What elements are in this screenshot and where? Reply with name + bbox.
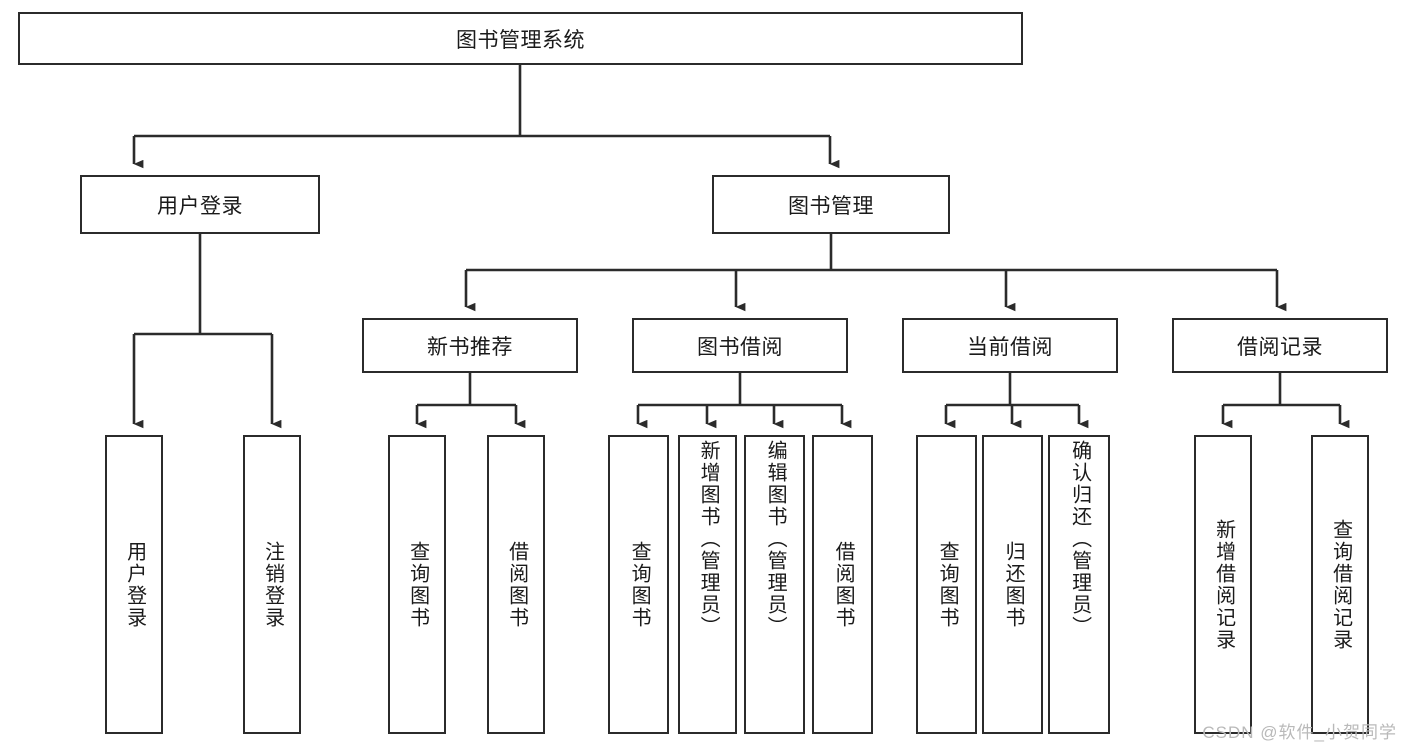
node-label: 查询借阅记录 xyxy=(1329,518,1352,651)
node-label: 借阅图书 xyxy=(832,540,855,629)
leaf-leaf-query-book-3[interactable]: 查询图书 xyxy=(916,435,977,734)
node-label: 归还图书 xyxy=(1002,540,1025,629)
node-root[interactable]: 图书管理系统 xyxy=(18,12,1023,65)
leaf-leaf-add-book-admin[interactable]: 新增图书（管理员） xyxy=(678,435,737,734)
node-book-manage[interactable]: 图书管理 xyxy=(712,175,950,234)
leaf-leaf-add-borrow-record[interactable]: 新增借阅记录 xyxy=(1194,435,1252,734)
node-label: 查询图书 xyxy=(628,540,651,629)
node-label: 用户登录 xyxy=(157,194,243,218)
node-label: 查询图书 xyxy=(406,540,429,629)
node-label: 借阅图书 xyxy=(505,540,528,629)
node-label: 注销登录 xyxy=(261,540,284,629)
node-label: 当前借阅 xyxy=(967,335,1053,359)
leaf-leaf-confirm-return-admin[interactable]: 确认归还（管理员） xyxy=(1048,435,1110,734)
leaf-leaf-user-login[interactable]: 用户登录 xyxy=(105,435,163,734)
leaf-leaf-borrow-book-2[interactable]: 借阅图书 xyxy=(812,435,873,734)
node-label: 新增借阅记录 xyxy=(1212,518,1235,651)
leaf-leaf-query-book-2[interactable]: 查询图书 xyxy=(608,435,669,734)
node-label: 图书管理系统 xyxy=(456,28,585,52)
leaf-leaf-borrow-book-1[interactable]: 借阅图书 xyxy=(487,435,545,734)
node-user-login[interactable]: 用户登录 xyxy=(80,175,320,234)
node-label: 编辑图书（管理员） xyxy=(764,440,787,638)
node-label: 用户登录 xyxy=(123,540,146,629)
csdn-watermark: CSDN @软件_小贺同学 xyxy=(1202,723,1397,742)
leaf-leaf-user-logout[interactable]: 注销登录 xyxy=(243,435,301,734)
node-label: 借阅记录 xyxy=(1237,335,1323,359)
leaf-leaf-query-borrow-record[interactable]: 查询借阅记录 xyxy=(1311,435,1369,734)
node-label: 图书管理 xyxy=(788,194,874,218)
node-label: 新书推荐 xyxy=(427,335,513,359)
node-label: 确认归还（管理员） xyxy=(1068,440,1091,638)
node-label: 新增图书（管理员） xyxy=(697,440,720,638)
node-book-borrow[interactable]: 图书借阅 xyxy=(632,318,848,373)
node-label: 图书借阅 xyxy=(697,335,783,359)
leaf-leaf-edit-book-admin[interactable]: 编辑图书（管理员） xyxy=(744,435,805,734)
node-label: 查询图书 xyxy=(936,540,959,629)
node-current-borrow[interactable]: 当前借阅 xyxy=(902,318,1118,373)
node-new-book-recommend[interactable]: 新书推荐 xyxy=(362,318,578,373)
leaf-leaf-query-book-1[interactable]: 查询图书 xyxy=(388,435,446,734)
node-borrow-record[interactable]: 借阅记录 xyxy=(1172,318,1388,373)
leaf-leaf-return-book[interactable]: 归还图书 xyxy=(982,435,1043,734)
